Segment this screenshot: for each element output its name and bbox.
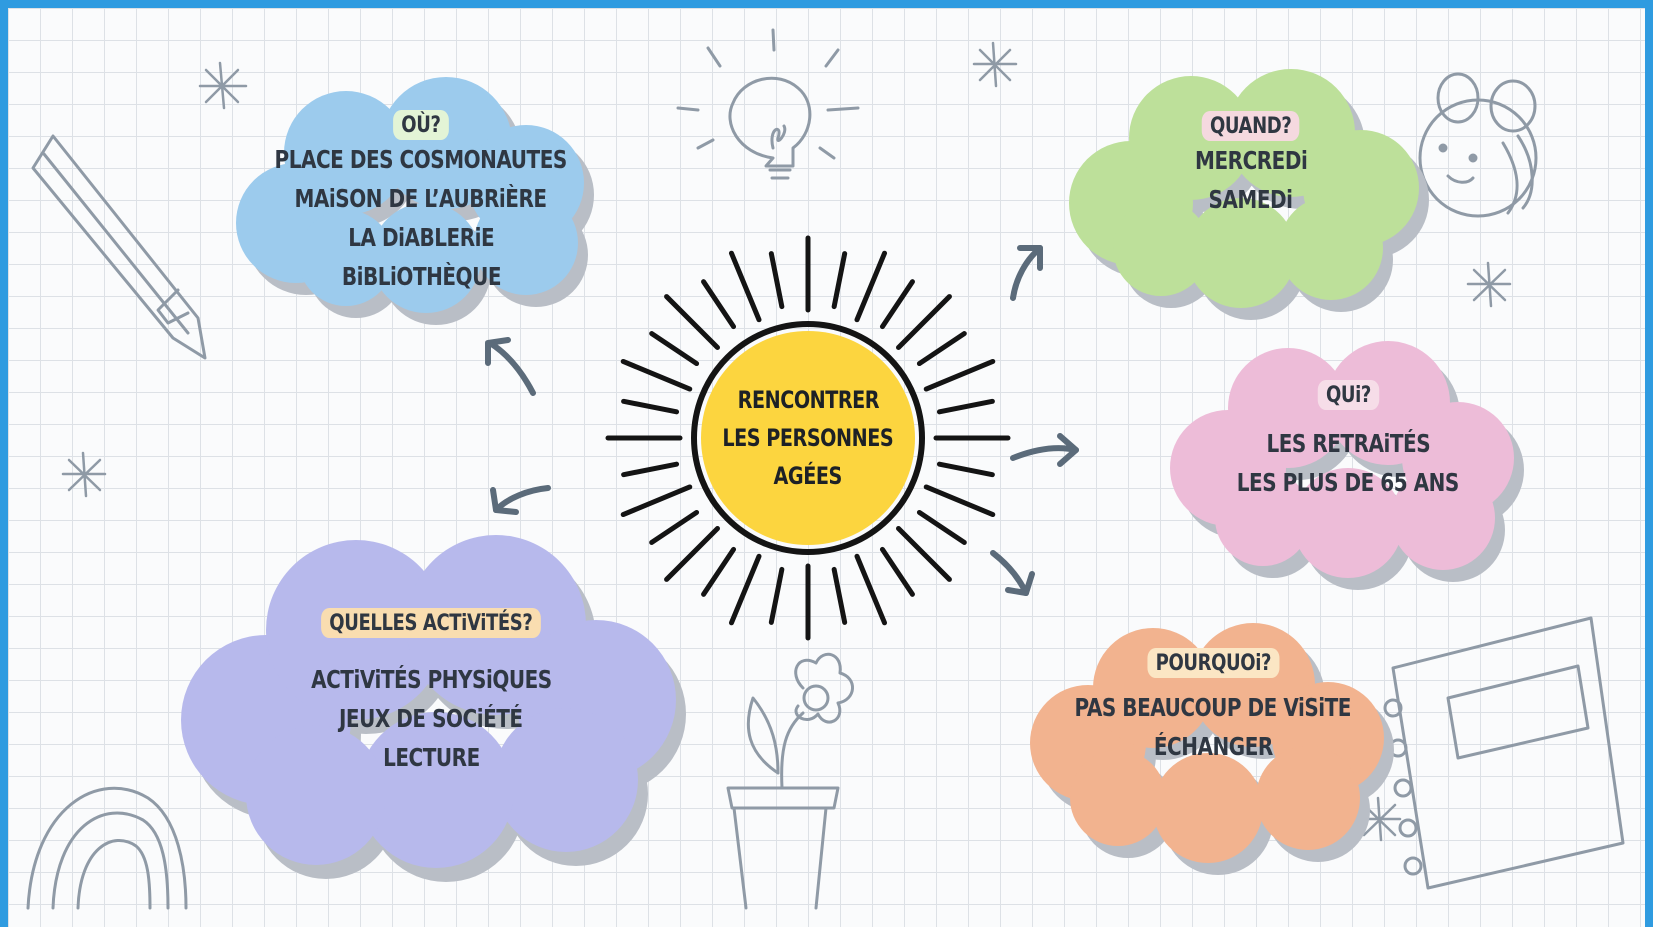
center-line-1: RENCONTRER — [737, 386, 879, 414]
pourquoi-line-1: PAS BEAUCOUP DE ViSiTE — [1074, 693, 1352, 722]
center-line-2: LES PERSONNES — [722, 424, 894, 452]
sun-ray — [768, 251, 785, 310]
cloud-activites: QUELLES ACTiViTÉS? ACTiViTÉS PHYSiQUES J… — [176, 530, 716, 900]
ou-label: OÙ? — [393, 110, 449, 140]
sun-ray — [701, 546, 737, 597]
cloud-qui: QUi? LES RETRAiTÉS LES PLUS DE 65 ANS — [1158, 338, 1538, 598]
sun-ray — [664, 294, 720, 350]
arrow-to-qui — [1010, 433, 1079, 467]
activites-line-1: ACTiViTÉS PHYSiQUES — [310, 665, 552, 694]
arrow-to-quand — [1010, 245, 1043, 301]
lightbulb-icon — [676, 28, 860, 180]
arrows — [485, 245, 1079, 596]
rainbow-icon — [26, 786, 188, 910]
quand-label: QUAND? — [1202, 111, 1300, 141]
quand-line-1: MERCREDi — [1194, 146, 1308, 175]
sun-ray — [831, 251, 848, 310]
pourquoi-line-2: ÉCHANGER — [1153, 732, 1273, 761]
sun-ray — [936, 398, 995, 415]
sun-ray — [854, 250, 888, 323]
sun-ray — [620, 358, 693, 392]
quand-line-2: SAMEDi — [1208, 185, 1294, 214]
activites-line-2: JEUX DE SOCiÉTÉ — [339, 704, 523, 733]
flower-pot-icon — [726, 652, 854, 910]
sun-ray — [831, 566, 848, 625]
qui-line-2: LES PLUS DE 65 ANS — [1236, 468, 1460, 497]
center-line-3: AGÉES — [773, 462, 843, 490]
sun-ray — [649, 509, 700, 545]
ou-line-3: LA DiABLERiE — [348, 223, 494, 252]
sun-ray — [879, 279, 915, 330]
pourquoi-label: POURQUOi? — [1147, 648, 1279, 678]
sun-ray — [701, 279, 737, 330]
mind-map-board: RENCONTRER LES PERSONNES AGÉES OÙ? PLACE… — [8, 8, 1645, 927]
sparkle-icon — [61, 41, 1512, 842]
activites-line-3: LECTURE — [382, 743, 480, 772]
ou-line-1: PLACE DES COSMONAUTES — [274, 145, 568, 174]
ou-line-2: MAiSON DE L’AUBRiÈRE — [294, 184, 548, 213]
arrow-to-activites — [490, 485, 551, 515]
activites-label: QUELLES ACTiViTÉS? — [321, 608, 541, 638]
sun-ray — [896, 294, 952, 350]
sun-ray — [936, 461, 995, 478]
arrow-to-pourquoi — [990, 550, 1035, 596]
cloud-pourquoi: POURQUOi? PAS BEAUCOUP DE ViSiTE ÉCHANGE… — [1018, 623, 1408, 883]
cloud-ou: OÙ? PLACE DES COSMONAUTES MAiSON DE L’AU… — [226, 73, 616, 333]
central-topic: RENCONTRER LES PERSONNES AGÉES — [701, 331, 915, 545]
sun-ray — [728, 250, 762, 323]
sun-ray — [620, 484, 693, 518]
arrow-to-ou — [485, 337, 536, 396]
sun-ray — [649, 331, 700, 367]
sun-ray — [916, 331, 967, 367]
sun-rays — [605, 235, 1011, 641]
sun-ray — [621, 398, 680, 415]
pencil-icon — [31, 134, 207, 360]
sun-ray — [664, 526, 720, 582]
ou-line-4: BiBLiOTHÈQUE — [341, 262, 501, 291]
sun-ray — [768, 566, 785, 625]
cloud-quand: QUAND? MERCREDi SAMEDi — [1061, 63, 1441, 323]
sun-ray — [728, 553, 762, 626]
sun-ray — [621, 461, 680, 478]
sun-ray — [916, 509, 967, 545]
sun-ray — [923, 484, 996, 518]
sun-ray — [854, 553, 888, 626]
bee-icon — [1418, 72, 1538, 218]
sun-ray — [923, 358, 996, 392]
qui-line-1: LES RETRAiTÉS — [1266, 429, 1430, 458]
sun-ray — [896, 526, 952, 582]
qui-label: QUi? — [1317, 380, 1379, 410]
sun-ray — [879, 546, 915, 597]
